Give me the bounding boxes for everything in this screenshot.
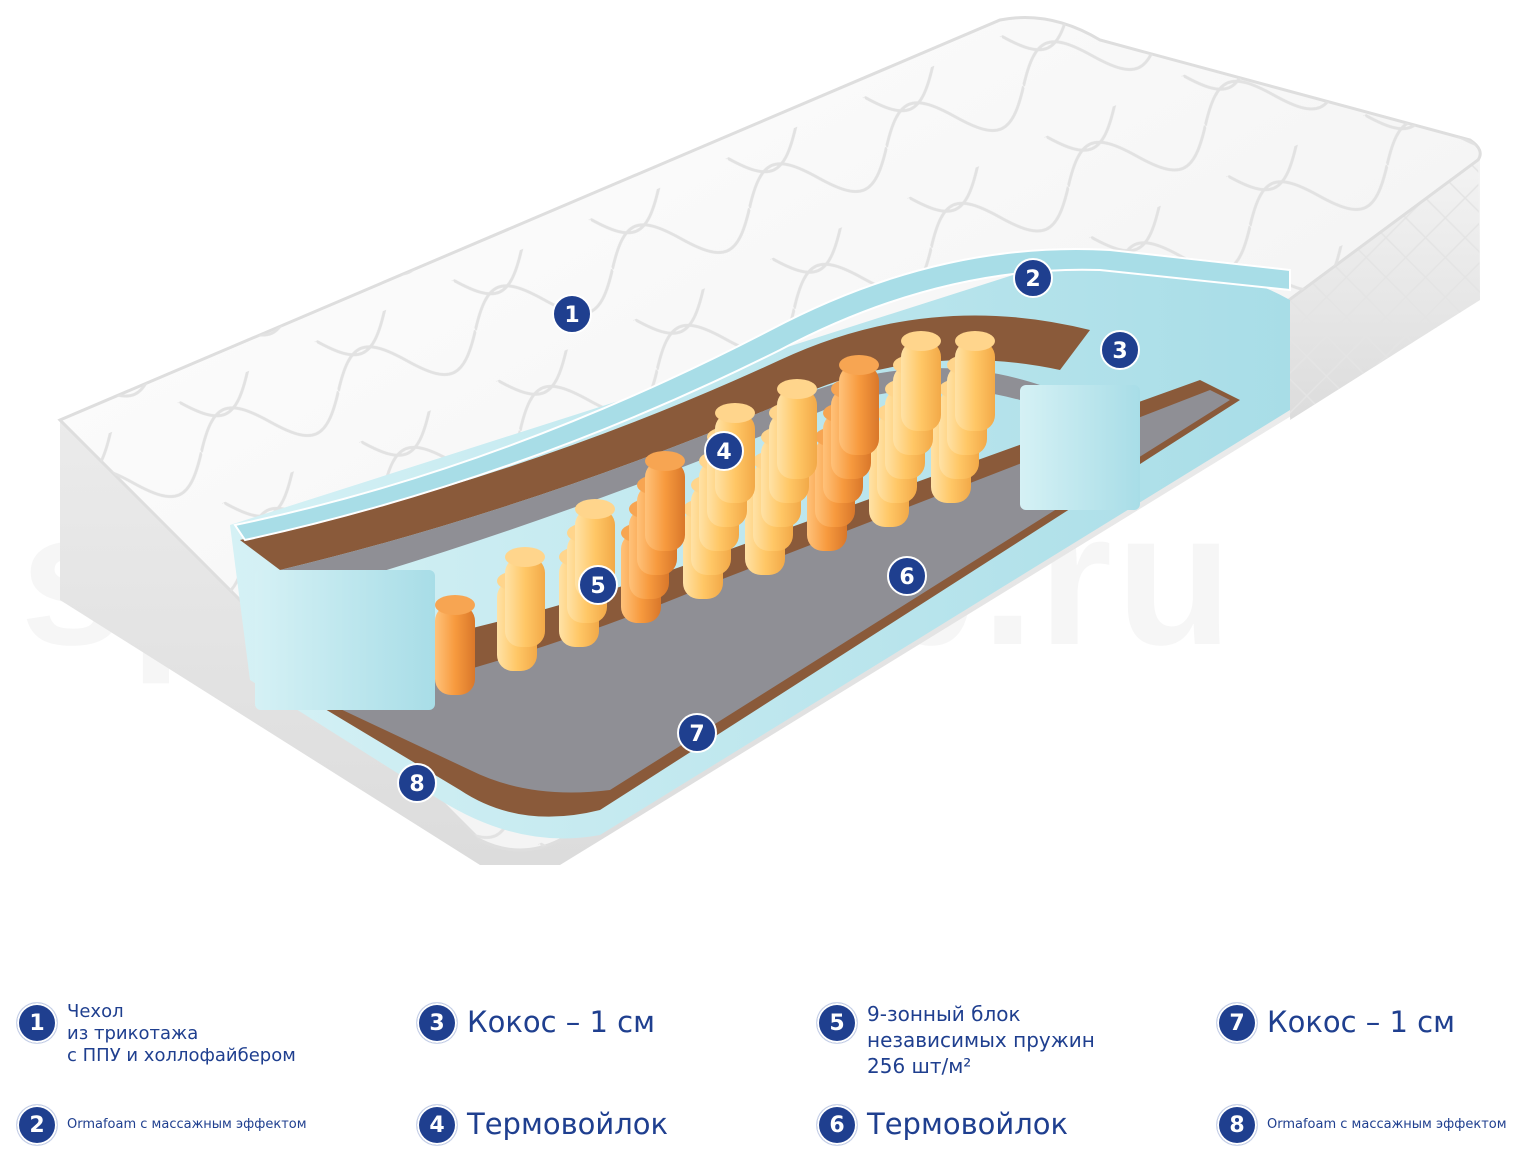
legend-badge-7: 7 [1217,1003,1257,1043]
layer-marker-label: 4 [716,440,731,465]
legend-item-5: 5 9-зонный блок независимых пружин 256 ш… [817,1002,1095,1079]
layer-marker-label: 3 [1112,339,1127,364]
legend-text-3: Кокос – 1 см [467,1005,655,1039]
legend-item-8: 8 Ormafoam с массажным эффектом [1217,1105,1507,1145]
legend-item-1: 1 Чехол из трикотажа с ППУ и холлофайбер… [17,1001,296,1067]
legend-text-6: Термовойлок [867,1107,1069,1141]
legend-item-7: 7 Кокос – 1 см [1217,1003,1455,1043]
legend-badge-1: 1 [17,1003,57,1043]
legend-text-8: Ormafoam с массажным эффектом [1267,1117,1507,1132]
legend-badge-4: 4 [417,1105,457,1145]
layer-marker-1: 1 [552,294,592,334]
legend-badge-2: 2 [17,1105,57,1145]
layer-marker-label: 8 [409,772,424,797]
layer-marker-label: 5 [590,574,605,599]
legend-text-1: Чехол из трикотажа с ППУ и холлофайбером [67,1001,296,1066]
spring-coil [777,379,817,479]
cutaway-felt-top [280,368,1040,590]
layer-marker-label: 2 [1025,267,1040,292]
legend-item-2: 2 Ormafoam с массажным эффектом [17,1105,307,1145]
spring-coil [505,547,545,647]
legend-badge-8: 8 [1217,1105,1257,1145]
layer-marker-5: 5 [578,565,618,605]
spring-coil [955,331,995,431]
layer-marker-4: 4 [704,431,744,471]
cutaway-foam-top [233,248,1291,542]
cutaway-felt-bottom [300,390,1230,793]
spring-coil [901,331,941,431]
foam-side-block [1020,385,1140,510]
spring-coil [839,355,879,455]
layer-marker-label: 6 [899,565,914,590]
layer-marker-2: 2 [1013,258,1053,298]
layer-marker-8: 8 [397,763,437,803]
legend-badge-5: 5 [817,1003,857,1043]
legend-text-5: 9-зонный блок независимых пружин 256 шт/… [867,1002,1095,1078]
legend-text-7: Кокос – 1 см [1267,1005,1455,1039]
foam-side-block-left [255,570,435,710]
layer-marker-3: 3 [1100,330,1140,370]
legend-item-4: 4 Термовойлок [417,1105,668,1145]
legend-text-2: Ormafoam с массажным эффектом [67,1117,307,1132]
layer-marker-label: 7 [689,722,704,747]
layer-marker-6: 6 [887,556,927,596]
spring-coil [435,595,475,695]
layer-marker-7: 7 [677,713,717,753]
layer-marker-label: 1 [564,303,579,328]
legend-item-3: 3 Кокос – 1 см [417,1003,655,1043]
layer-markers: 1 2 3 4 5 6 7 8 [397,258,1140,803]
legend-badge-6: 6 [817,1105,857,1145]
spring-coil [645,451,685,551]
cutaway-coconut-top [240,315,1090,570]
legend-text-4: Термовойлок [467,1107,669,1141]
legend-badge-3: 3 [417,1003,457,1043]
legend-item-6: 6 Термовойлок [817,1105,1068,1145]
mattress-illustration: 1 2 3 4 5 6 7 8 [57,16,1482,865]
